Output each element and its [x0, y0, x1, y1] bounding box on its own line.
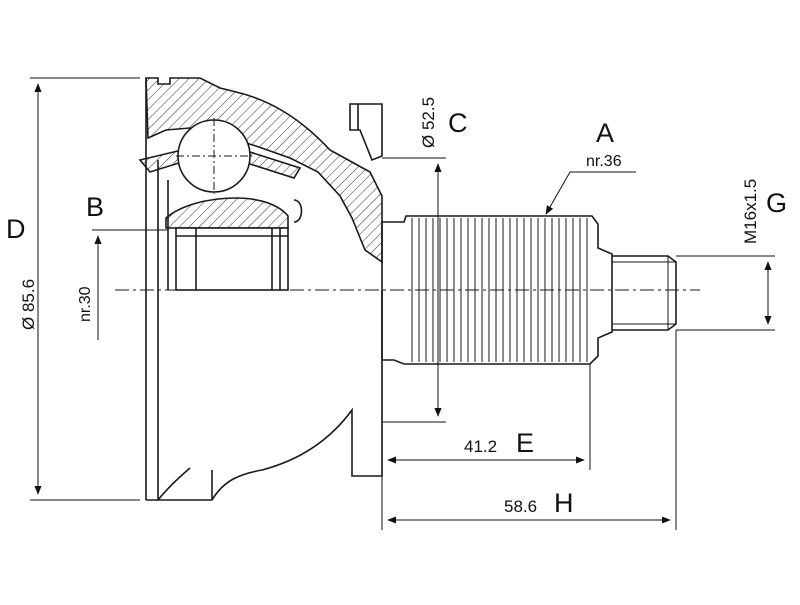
- spline-lines: [411, 218, 588, 362]
- dim-E-value: 41.2: [464, 437, 497, 456]
- label-C: C: [448, 108, 468, 138]
- leader-A: [545, 171, 636, 215]
- label-G: G: [766, 188, 787, 218]
- housing-flange: [349, 103, 383, 162]
- label-D: D: [6, 214, 26, 244]
- dimension-lines: [30, 77, 775, 530]
- housing-lower-outline: [146, 290, 383, 501]
- label-E: E: [516, 428, 534, 458]
- dim-B-value: nr.30: [77, 286, 94, 322]
- text-labels: D Ø 85.6 B nr.30 Ø 52.5 C A nr.36 M16x1.…: [6, 97, 787, 518]
- dim-C-value: Ø 52.5: [419, 97, 438, 148]
- dim-G-value: M16x1.5: [741, 179, 760, 244]
- thread-stub: [612, 255, 677, 331]
- dim-D-value: Ø 85.6: [19, 279, 38, 330]
- inner-race-section: [165, 197, 289, 229]
- dim-H-value: 58.6: [504, 497, 537, 516]
- label-A: A: [596, 118, 614, 148]
- spline-section: [381, 215, 613, 365]
- label-B: B: [86, 192, 104, 222]
- label-H: H: [554, 488, 574, 518]
- dim-A-value: nr.36: [586, 153, 622, 170]
- inner-race: [138, 118, 302, 291]
- stub-shaft: [381, 215, 677, 365]
